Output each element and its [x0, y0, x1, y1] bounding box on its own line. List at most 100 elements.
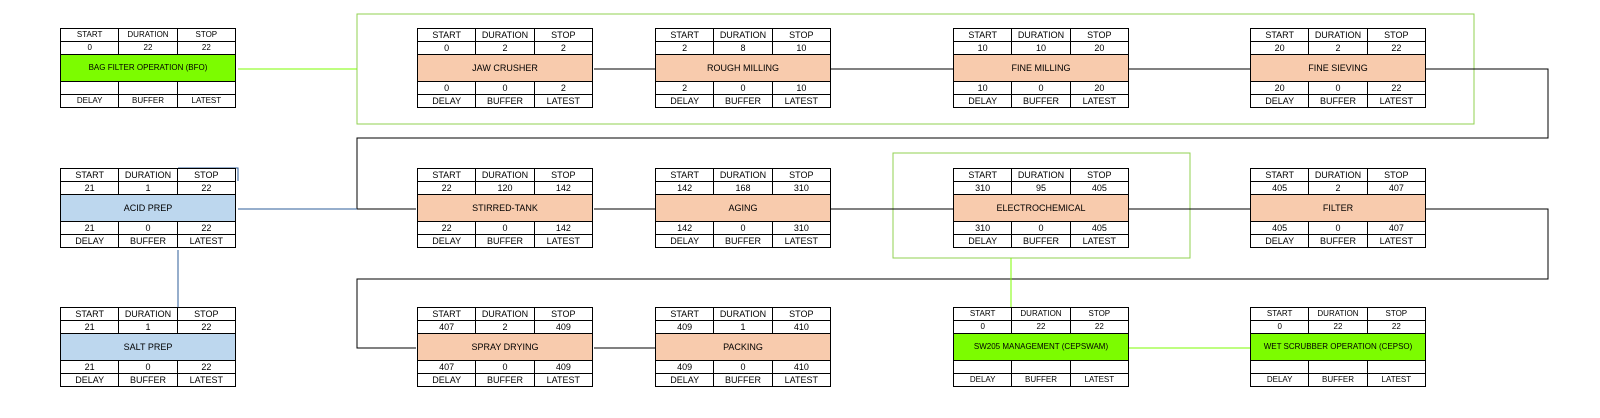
task-name: BAG FILTER OPERATION (BFO) — [60, 54, 236, 82]
latest-value: 20 — [1069, 81, 1130, 95]
start-value: 409 — [654, 320, 715, 334]
duration-header: DURATION — [713, 307, 773, 321]
latest-value: 409 — [533, 360, 594, 374]
latest-header: LATEST — [533, 234, 594, 248]
latest-header: LATEST — [771, 234, 832, 248]
start-value: 142 — [654, 181, 715, 195]
start-header: START — [654, 307, 715, 321]
duration-value: 8 — [713, 41, 773, 55]
duration-value: 22 — [1308, 320, 1368, 334]
duration-header: DURATION — [713, 28, 773, 42]
start-value: 2 — [654, 41, 715, 55]
latest-header: LATEST — [1069, 373, 1130, 387]
stop-value: 22 — [176, 181, 237, 195]
start-header: START — [59, 168, 120, 182]
buffer-value — [1011, 360, 1071, 374]
latest-header: LATEST — [771, 94, 832, 108]
start-header: START — [416, 28, 477, 42]
latest-value: 22 — [176, 360, 237, 374]
task-name: ACID PREP — [60, 194, 236, 222]
start-value: 0 — [416, 41, 477, 55]
task-name: FILTER — [1250, 194, 1426, 222]
latest-header: LATEST — [1069, 94, 1130, 108]
delay-header: DELAY — [952, 94, 1013, 108]
stop-header: STOP — [176, 28, 237, 42]
duration-value: 22 — [1011, 320, 1071, 334]
duration-header: DURATION — [713, 168, 773, 182]
delay-header: DELAY — [952, 234, 1013, 248]
task-name: ROUGH MILLING — [655, 54, 831, 82]
duration-value: 10 — [1011, 41, 1071, 55]
start-header: START — [952, 168, 1013, 182]
task-name: JAW CRUSHER — [417, 54, 593, 82]
delay-header: DELAY — [654, 373, 715, 387]
stop-header: STOP — [533, 168, 594, 182]
start-value: 0 — [952, 320, 1013, 334]
delay-header: DELAY — [1249, 94, 1310, 108]
duration-value: 1 — [118, 320, 178, 334]
task-name: PACKING — [655, 333, 831, 361]
duration-header: DURATION — [118, 307, 178, 321]
delay-value: 10 — [952, 81, 1013, 95]
stop-value: 22 — [176, 320, 237, 334]
start-header: START — [59, 28, 120, 42]
start-header: START — [416, 168, 477, 182]
stop-value: 22 — [176, 41, 237, 55]
latest-header: LATEST — [533, 94, 594, 108]
delay-header: DELAY — [59, 234, 120, 248]
duration-header: DURATION — [1308, 307, 1368, 321]
latest-value: 2 — [533, 81, 594, 95]
start-value: 405 — [1249, 181, 1310, 195]
delay-value — [59, 81, 120, 95]
delay-value: 20 — [1249, 81, 1310, 95]
buffer-value: 0 — [713, 360, 773, 374]
buffer-value: 0 — [1308, 81, 1368, 95]
delay-value — [1249, 360, 1310, 374]
duration-value: 2 — [475, 320, 535, 334]
delay-value: 407 — [416, 360, 477, 374]
duration-value: 1 — [713, 320, 773, 334]
start-header: START — [654, 28, 715, 42]
stop-header: STOP — [771, 307, 832, 321]
buffer-value — [118, 81, 178, 95]
duration-header: DURATION — [1011, 168, 1071, 182]
stop-value: 22 — [1366, 41, 1427, 55]
latest-value: 310 — [771, 221, 832, 235]
buffer-value: 0 — [1308, 221, 1368, 235]
latest-header: LATEST — [176, 234, 237, 248]
stop-value: 407 — [1366, 181, 1427, 195]
delay-header: DELAY — [59, 94, 120, 108]
start-value: 21 — [59, 320, 120, 334]
stop-value: 2 — [533, 41, 594, 55]
duration-value: 168 — [713, 181, 773, 195]
latest-value: 407 — [1366, 221, 1427, 235]
stop-value: 22 — [1069, 320, 1130, 334]
buffer-value: 0 — [118, 221, 178, 235]
delay-header: DELAY — [416, 94, 477, 108]
latest-header: LATEST — [1366, 94, 1427, 108]
stop-header: STOP — [176, 307, 237, 321]
task-name: SALT PREP — [60, 333, 236, 361]
latest-value — [1069, 360, 1130, 374]
stop-value: 409 — [533, 320, 594, 334]
latest-value: 410 — [771, 360, 832, 374]
buffer-header: BUFFER — [713, 373, 773, 387]
stop-header: STOP — [1069, 28, 1130, 42]
delay-value: 21 — [59, 360, 120, 374]
delay-value: 142 — [654, 221, 715, 235]
buffer-header: BUFFER — [1308, 373, 1368, 387]
start-header: START — [1249, 168, 1310, 182]
latest-header: LATEST — [176, 373, 237, 387]
buffer-header: BUFFER — [475, 94, 535, 108]
duration-value: 1 — [118, 181, 178, 195]
duration-header: DURATION — [1011, 307, 1071, 321]
